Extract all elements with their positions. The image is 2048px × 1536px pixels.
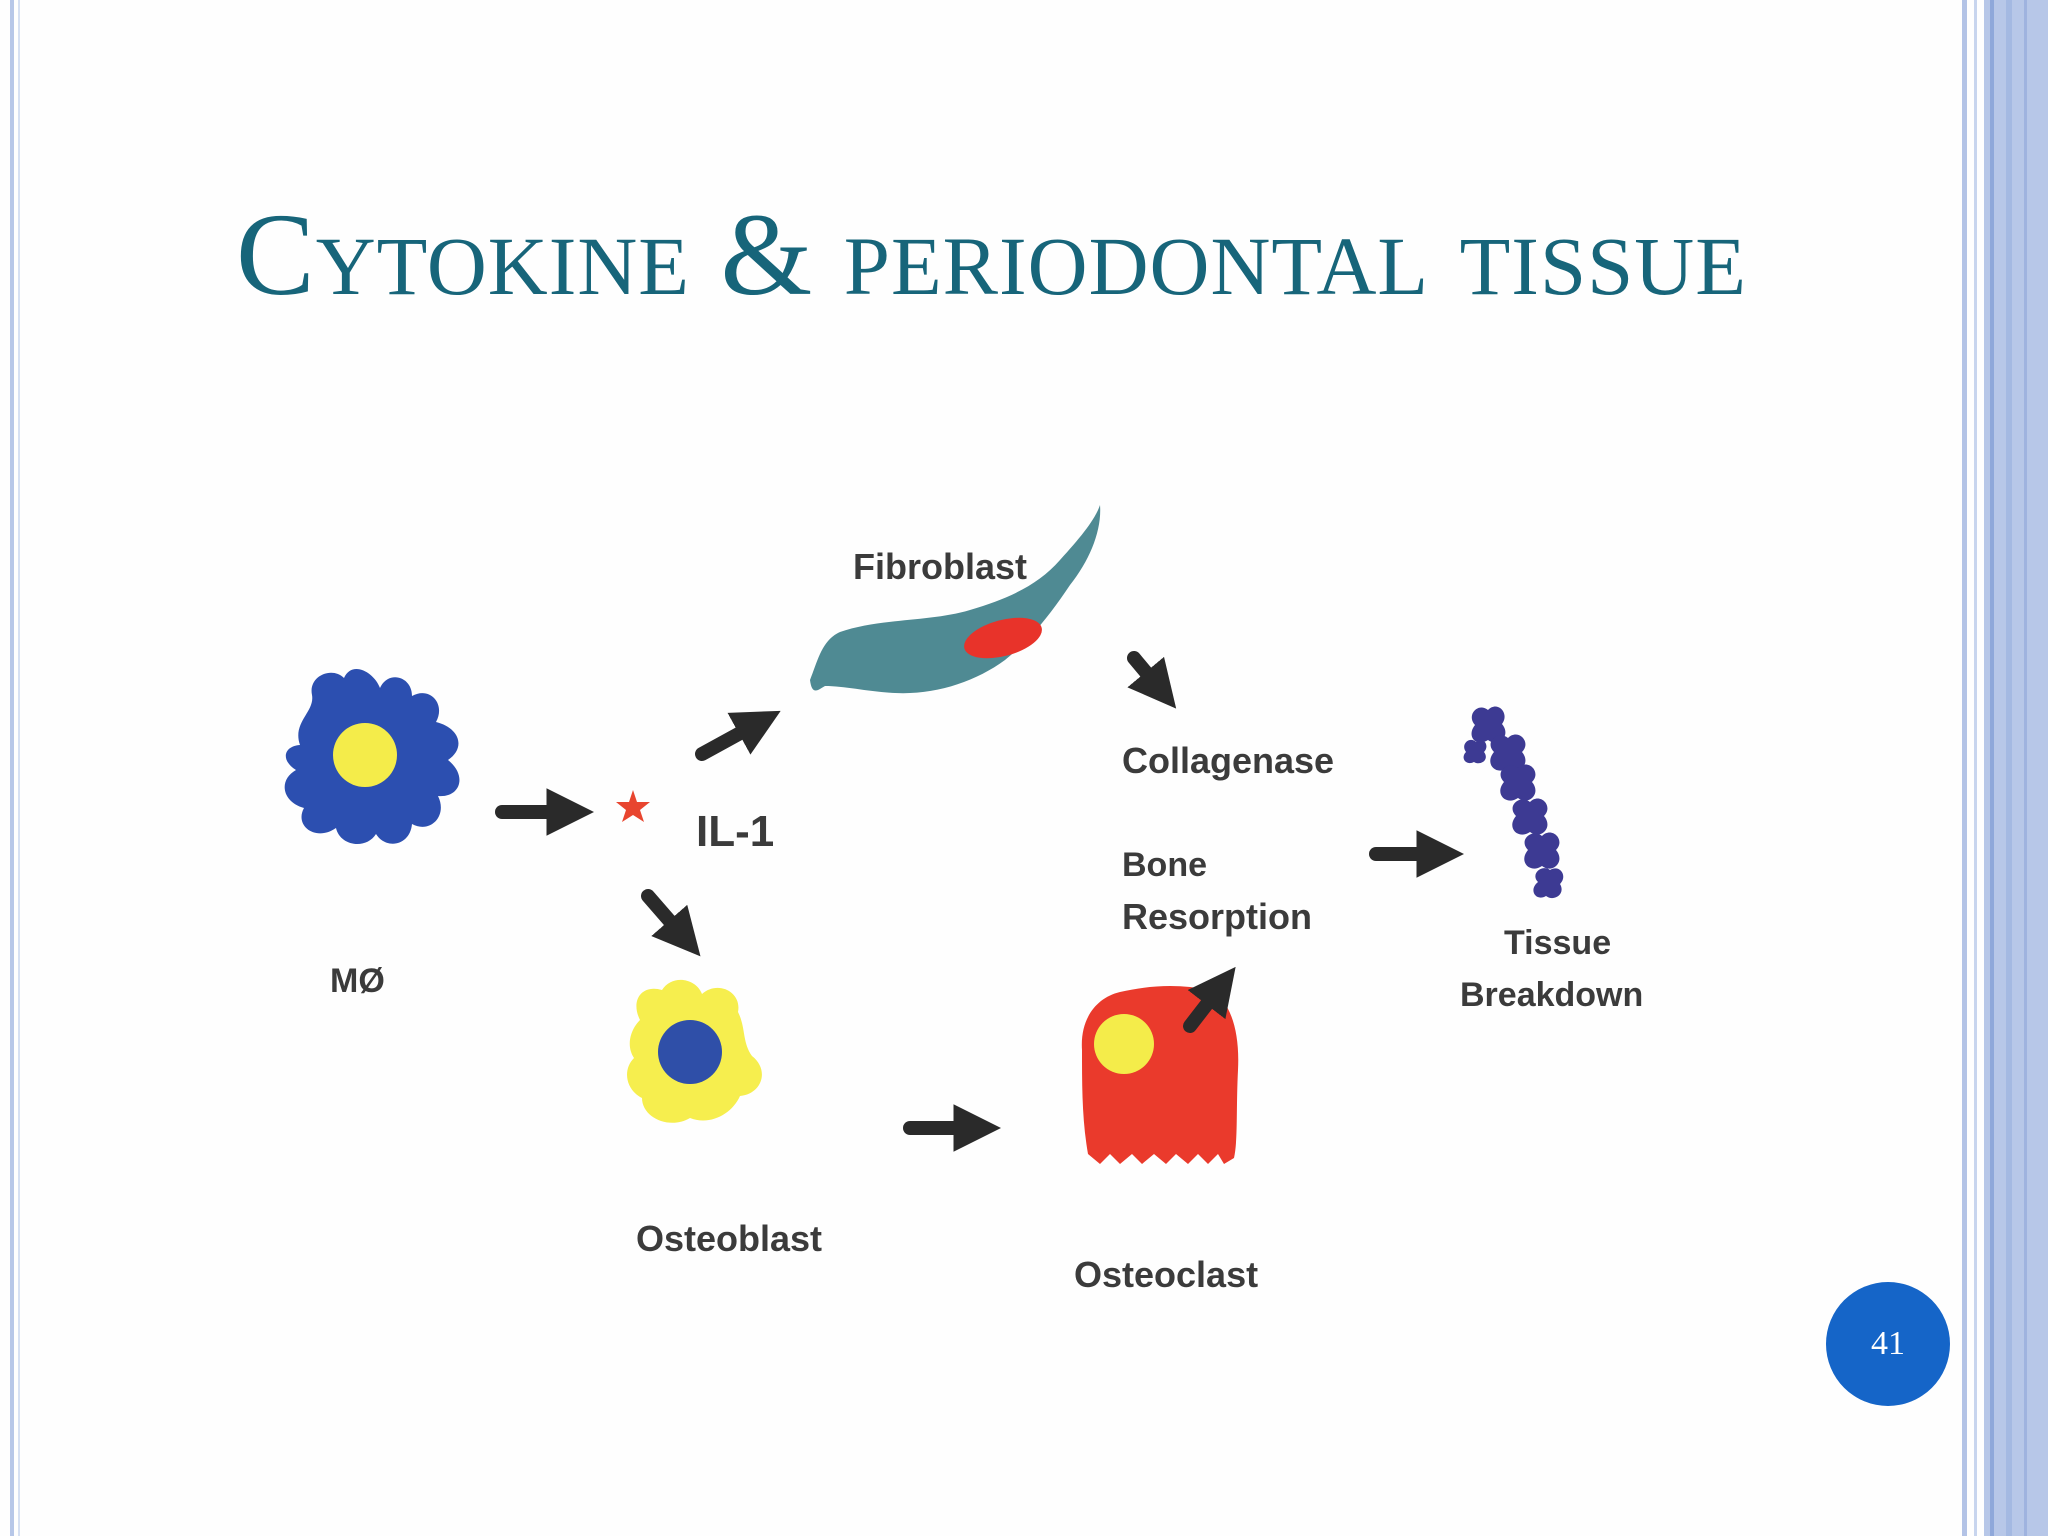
left-frame-line-inner xyxy=(18,0,20,1536)
bone-resorption-label-line1: Bone xyxy=(1122,846,1207,884)
arrow-il1-to-osteoblast xyxy=(641,889,701,957)
osteoclast-label: Osteoclast xyxy=(1074,1254,1259,1295)
tissue-fragment xyxy=(1512,798,1548,835)
right-frame-stripe xyxy=(1974,0,1977,1536)
tissue-breakdown-label-line2: Breakdown xyxy=(1460,976,1644,1014)
right-frame-line xyxy=(2024,0,2027,1536)
arrow-il1-to-fibroblast xyxy=(695,710,781,761)
tissue-fragments xyxy=(1463,706,1564,899)
tissue-fragment xyxy=(1490,734,1526,771)
osteoblast-label: Osteoblast xyxy=(636,1218,823,1259)
tissue-fragment xyxy=(1471,706,1506,743)
arrow-fibroblast-to-collagenase xyxy=(1127,651,1177,709)
right-frame-line xyxy=(2006,0,2012,1536)
tissue-breakdown-label-line1: Tissue xyxy=(1504,924,1612,962)
osteoclast-cell xyxy=(1081,986,1239,1164)
page-number: 41 xyxy=(1871,1325,1905,1362)
fibroblast-cell xyxy=(810,505,1101,694)
fibroblast-nucleus xyxy=(964,617,1042,659)
osteoblast-nucleus xyxy=(658,1020,722,1084)
page-number-badge: 41 xyxy=(1826,1282,1950,1406)
arrow-osteoclast-to-bone-resorption xyxy=(1183,966,1236,1033)
tissue-fragment xyxy=(1500,764,1536,801)
right-frame-band xyxy=(1984,0,2048,1536)
left-frame-line xyxy=(10,0,14,1536)
bone-resorption-label-line2: Resorption xyxy=(1122,896,1313,937)
tissue-fragment xyxy=(1533,868,1564,899)
il1-star-icon xyxy=(616,790,650,822)
right-frame-line xyxy=(1990,0,1994,1536)
right-frame-stripe xyxy=(1962,0,1967,1536)
fibroblast-label: Fibroblast xyxy=(853,546,1028,587)
diagram-canvas xyxy=(284,505,1564,1164)
cytokine-diagram: MØ IL-1 Fibroblast Collagenase Bone Reso… xyxy=(270,490,1710,1340)
arrows xyxy=(495,651,1465,1152)
macrophage-label: MØ xyxy=(330,962,385,1000)
osteoclast-nucleus xyxy=(1094,1014,1154,1074)
macrophage-nucleus xyxy=(333,723,397,787)
il1-label: IL-1 xyxy=(696,807,775,856)
tissue-fragment xyxy=(1463,739,1487,764)
tissue-fragment xyxy=(1524,832,1560,869)
slide-title: Cytokine & periodontal tissue xyxy=(236,189,1747,320)
collagenase-label: Collagenase xyxy=(1122,740,1335,781)
